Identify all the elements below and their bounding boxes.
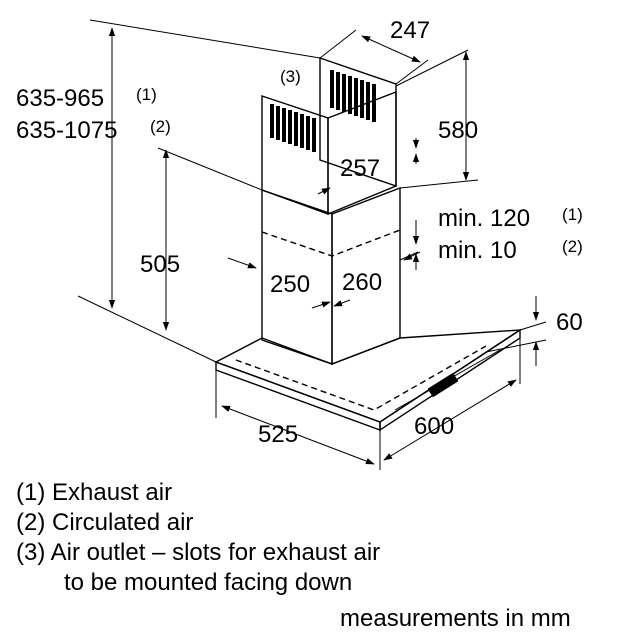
upper-chimney-depth-label: 257 [340, 155, 380, 182]
front-air-slots [270, 104, 316, 152]
units-note: measurements in mm [340, 605, 571, 632]
height-circulated-label: 635-1075 [16, 117, 117, 144]
back-air-slots [330, 70, 376, 122]
canopy-thickness-label: 60 [556, 309, 583, 336]
chimney-overlap-line [261, 229, 401, 257]
min-gap-circulated-note: (2) [562, 237, 583, 256]
height-exhaust-label: 635-965 [16, 85, 104, 112]
air-outlet-note: (3) [280, 67, 301, 86]
upper-chimney-width-label: 247 [390, 17, 430, 44]
lower-chimney-depth-label: 260 [342, 269, 382, 296]
filter-outline [235, 345, 487, 411]
dimension-labels: 635-965 (1) 635-1075 (2) (3) 247 580 257… [16, 17, 583, 448]
dimension-arrows [108, 27, 540, 465]
min-gap-exhaust-label: min. 120 [438, 205, 530, 232]
min-gap-exhaust-note: (1) [562, 205, 583, 224]
legend-item-exhaust: (1) Exhaust air [16, 479, 172, 506]
legend-item-air-outlet: (3) Air outlet – slots for exhaust air [16, 539, 380, 566]
legend-item-circulated: (2) Circulated air [16, 509, 193, 536]
upper-chimney-height-label: 580 [438, 117, 478, 144]
canopy-width-label: 600 [414, 413, 454, 440]
canopy-depth-label: 525 [258, 421, 298, 448]
upper-chimney-side [327, 90, 397, 216]
legend-item-air-outlet-cont: to be mounted facing down [64, 569, 352, 596]
legend: (1) Exhaust air (2) Circulated air (3) A… [16, 479, 571, 632]
height-circulated-note: (2) [150, 117, 171, 136]
lower-chimney-height-label: 505 [140, 251, 180, 278]
height-exhaust-note: (1) [136, 85, 157, 104]
canopy-front-edge [215, 360, 381, 432]
lower-chimney-width-label: 250 [270, 271, 310, 298]
min-gap-circulated-label: min. 10 [438, 237, 517, 264]
